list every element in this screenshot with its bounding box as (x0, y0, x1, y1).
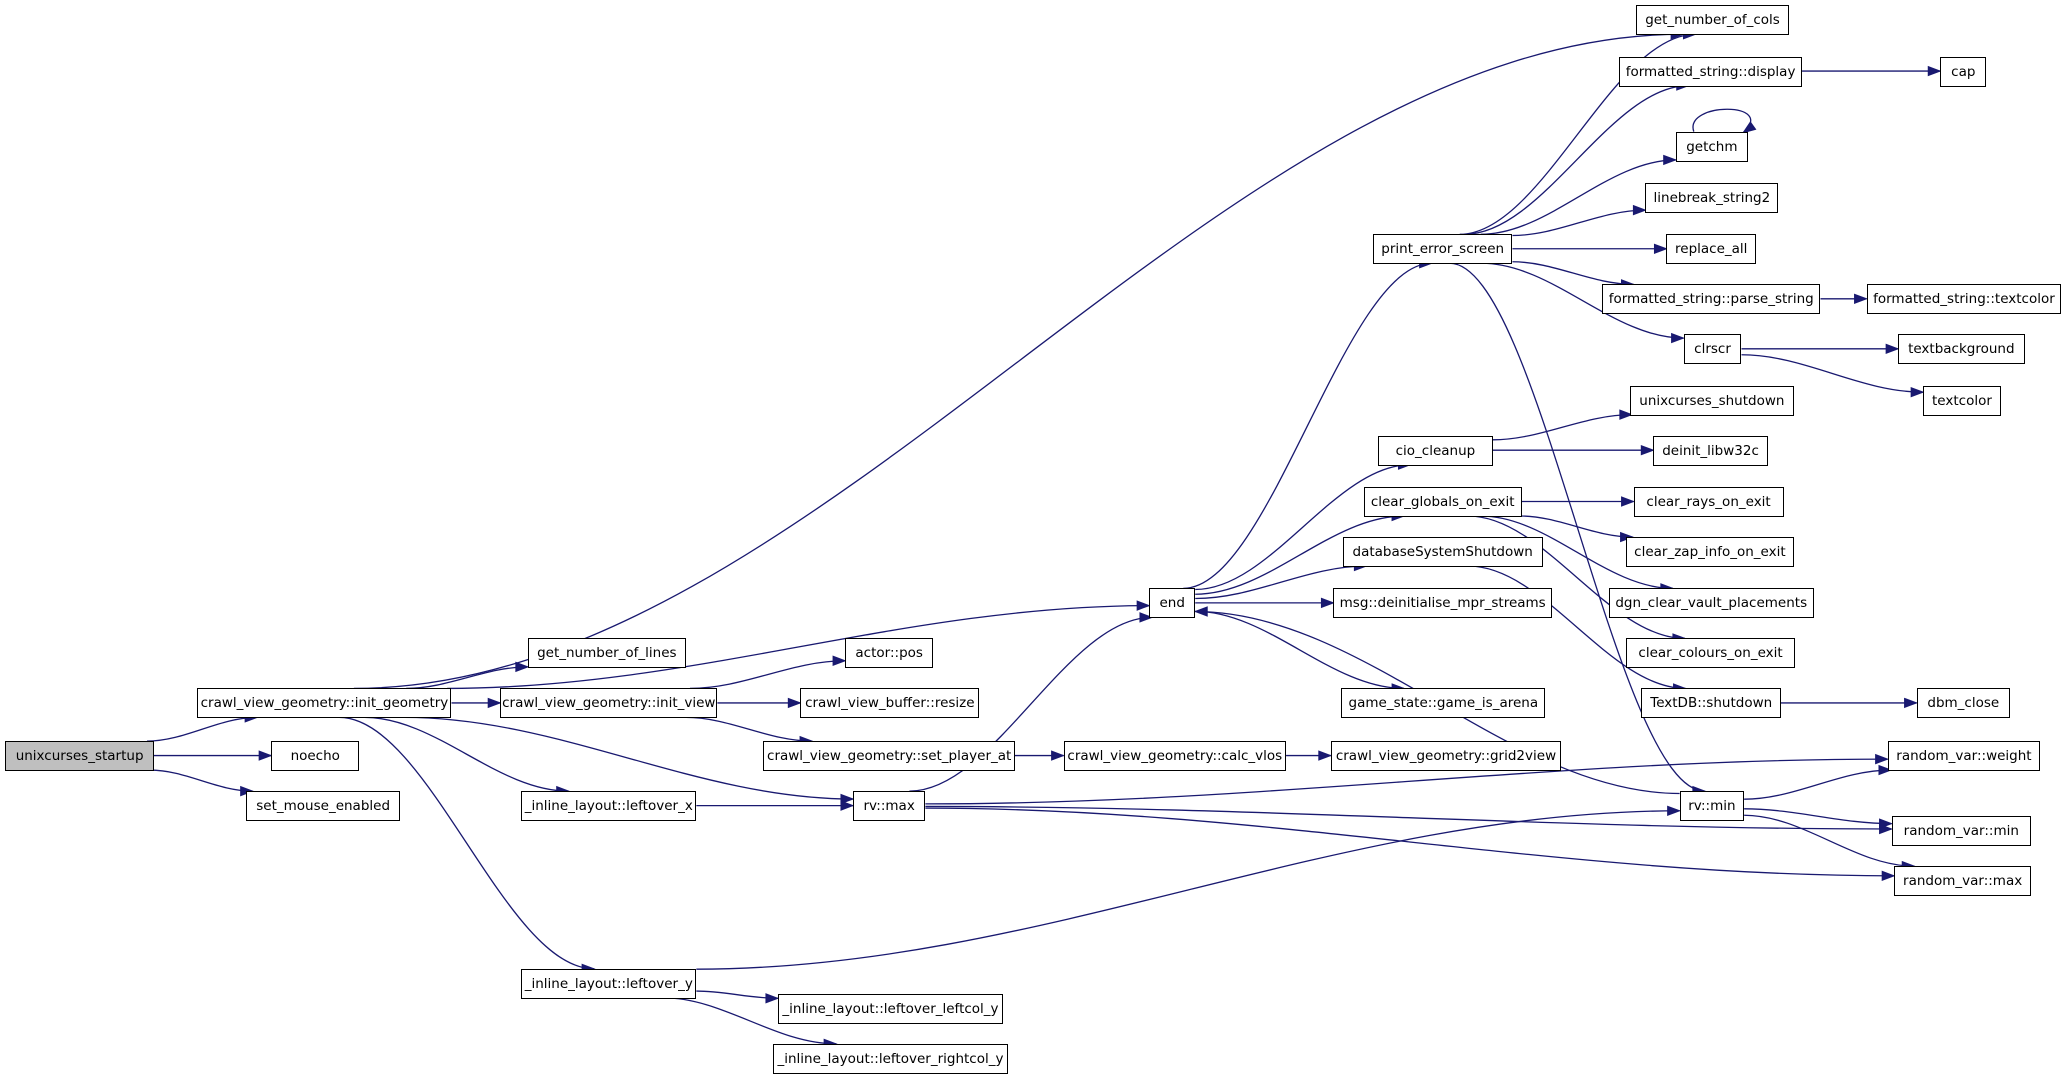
edge-rv-max-to-rvar-weight (925, 753, 1890, 805)
node-unixcurses-shutdown[interactable]: unixcurses_shutdown (1629, 385, 1795, 416)
edge-end-to-msg-deinit (1195, 597, 1335, 609)
node-leftover-rightcol-y[interactable]: _inline_layout::leftover_rightcol_y (772, 1043, 1009, 1074)
node-rvar-max[interactable]: random_var::max (1894, 866, 2032, 897)
edge-end-to-game-is-arena (1195, 610, 1406, 694)
node-get-number-of-lines[interactable]: get_number_of_lines (527, 638, 686, 669)
edge-print-error-screen-to-getchm (1480, 154, 1678, 235)
node-unixcurses-startup: unixcurses_startup (5, 741, 154, 772)
edge-cio-cleanup-to-unixcurses-shutdown (1492, 409, 1634, 441)
edge-cvg-init-geometry-to-leftover-x (364, 716, 571, 797)
node-fs-parse-string[interactable]: formatted_string::parse_string (1601, 284, 1821, 315)
node-cvg-init-view[interactable]: crawl_view_geometry::init_view (500, 688, 718, 719)
node-cvb-resize[interactable]: crawl_view_buffer::resize (800, 688, 980, 719)
node-actor-pos[interactable]: actor::pos (845, 638, 934, 669)
edge-cio-cleanup-to-deinit-libw32c (1492, 444, 1655, 456)
node-getchm[interactable]: getchm (1675, 131, 1749, 162)
node-leftover-x[interactable]: _inline_layout::leftover_x (521, 791, 697, 822)
edge-print-error-screen-to-replace-all (1512, 243, 1668, 255)
node-cio-cleanup[interactable]: cio_cleanup (1378, 435, 1493, 466)
node-textbackground[interactable]: textbackground (1898, 334, 2025, 365)
edge-cvg-init-geometry-to-rv-max (404, 716, 855, 805)
node-clear-globals-on-exit[interactable]: clear_globals_on_exit (1363, 487, 1522, 518)
node-noecho[interactable]: noecho (271, 741, 360, 772)
edge-fs-display-to-cap (1802, 65, 1942, 77)
edge-getchm-to-getchm (1692, 108, 1757, 134)
node-print-error-screen[interactable]: print_error_screen (1372, 234, 1513, 265)
node-clrscr[interactable]: clrscr (1683, 334, 1742, 365)
edge-print-error-screen-to-linebreak-string2 (1512, 204, 1647, 237)
edge-leftover-x-to-rv-max (696, 800, 855, 811)
node-rvar-weight[interactable]: random_var::weight (1887, 741, 2041, 772)
edge-cvg-init-view-to-cvb-resize (717, 697, 802, 709)
edge-end-to-cio-cleanup (1195, 459, 1412, 591)
node-leftover-y[interactable]: _inline_layout::leftover_y (521, 968, 697, 999)
edge-cvg-set-player-at-to-cvg-calc-vlos (1014, 750, 1066, 761)
edge-leftover-y-to-rv-min (696, 805, 1682, 970)
edge-clear-globals-on-exit-to-clear-rays-on-exit (1521, 496, 1635, 507)
node-databaseSystemShutdown[interactable]: databaseSystemShutdown (1342, 537, 1543, 568)
edge-clrscr-to-textbackground (1741, 343, 1900, 355)
node-cvg-grid2view[interactable]: crawl_view_geometry::grid2view (1330, 741, 1562, 772)
node-rv-max[interactable]: rv::max (852, 791, 926, 822)
node-cvg-calc-vlos[interactable]: crawl_view_geometry::calc_vlos (1063, 741, 1287, 772)
node-deinit-libw32c[interactable]: deinit_libw32c (1653, 435, 1768, 466)
node-clear-colours-on-exit[interactable]: clear_colours_on_exit (1625, 638, 1796, 669)
node-end[interactable]: end (1149, 588, 1196, 619)
edge-rv-max-to-end (909, 612, 1154, 792)
edge-unixcurses-startup-to-noecho (154, 750, 273, 761)
node-game-is-arena[interactable]: game_state::game_is_arena (1341, 688, 1546, 719)
edge-rv-min-to-rvar-min (1744, 808, 1893, 829)
edge-textdb-shutdown-to-dbm-close (1780, 697, 1918, 709)
node-set-mouse-enabled[interactable]: set_mouse_enabled (246, 791, 401, 822)
node-cvg-init-geometry[interactable]: crawl_view_geometry::init_geometry (197, 688, 452, 719)
edge-fs-parse-string-to-fs-textcolor (1820, 293, 1868, 305)
edge-clrscr-to-textcolor (1741, 354, 1925, 398)
edge-unixcurses-startup-to-set-mouse-enabled (150, 769, 255, 797)
node-fs-display[interactable]: formatted_string::display (1619, 56, 1803, 87)
edge-databaseSystemShutdown-to-textdb-shutdown (1468, 565, 1687, 694)
node-textcolor[interactable]: textcolor (1923, 385, 2001, 416)
node-cap[interactable]: cap (1940, 56, 1987, 87)
node-textdb-shutdown[interactable]: TextDB::shutdown (1641, 688, 1781, 719)
node-clear-zap-info-on-exit[interactable]: clear_zap_info_on_exit (1625, 537, 1795, 568)
edge-cvg-init-geometry-to-get-number-of-lines (406, 661, 530, 690)
edge-print-error-screen-to-clrscr (1481, 262, 1686, 344)
node-msg-deinit[interactable]: msg::deinitialise_mpr_streams (1333, 588, 1552, 619)
edge-cvg-init-geometry-to-leftover-y (339, 716, 596, 975)
edge-leftover-y-to-leftover-leftcol-y (696, 990, 780, 1004)
edge-cvg-calc-vlos-to-cvg-grid2view (1286, 750, 1333, 761)
edge-cvg-init-geometry-to-cvg-init-view (451, 697, 502, 709)
edge-rv-min-to-rvar-weight (1744, 764, 1893, 800)
edge-cvg-init-view-to-actor-pos (689, 655, 847, 690)
edge-rv-max-to-rvar-min (925, 805, 1893, 835)
node-linebreak-string2[interactable]: linebreak_string2 (1645, 182, 1779, 213)
node-leftover-leftcol-y[interactable]: _inline_layout::leftover_leftcol_y (777, 993, 1004, 1024)
node-replace-all[interactable]: replace_all (1666, 234, 1756, 265)
edge-rv-max-to-rvar-max (925, 807, 1896, 882)
node-cvg-set-player-at[interactable]: crawl_view_geometry::set_player_at (763, 741, 1015, 772)
node-fs-textcolor[interactable]: formatted_string::textcolor (1866, 284, 2062, 315)
node-rv-min[interactable]: rv::min (1679, 791, 1745, 822)
node-clear-rays-on-exit[interactable]: clear_rays_on_exit (1633, 487, 1784, 518)
node-get-number-of-cols[interactable]: get_number_of_cols (1636, 5, 1789, 36)
edge-clear-globals-on-exit-to-clear-colours-on-exit (1468, 515, 1687, 644)
node-dgn-clear-vault-placements[interactable]: dgn_clear_vault_placements (1608, 588, 1814, 619)
node-dbm-close[interactable]: dbm_close (1916, 688, 2011, 719)
node-rvar-min[interactable]: random_var::min (1891, 816, 2032, 847)
edge-cvg-init-geometry-to-end (447, 600, 1151, 690)
